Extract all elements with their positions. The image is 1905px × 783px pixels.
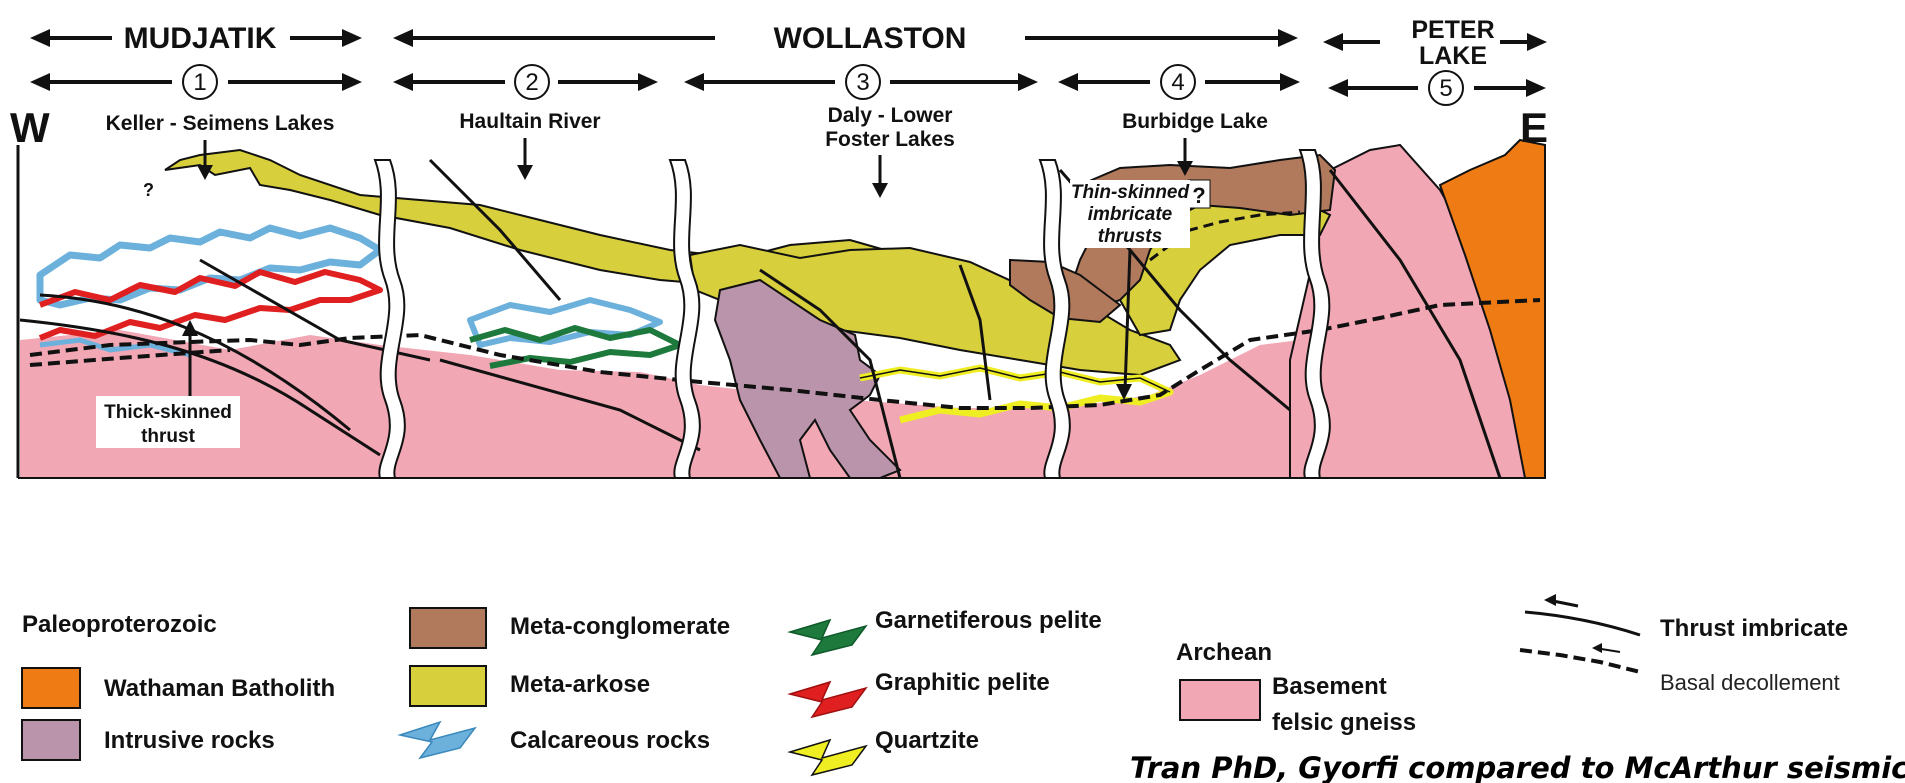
garnetiferous-swatch-icon xyxy=(790,620,866,655)
question-mark-2: ? xyxy=(1192,183,1205,208)
legend-item-wathaman: Wathaman Batholith xyxy=(22,668,335,708)
svg-text:5: 5 xyxy=(1439,75,1452,102)
svg-text:Thrust imbricate: Thrust imbricate xyxy=(1660,615,1848,642)
svg-text:Thin-skinned: Thin-skinned xyxy=(1071,182,1190,203)
svg-text:Garnetiferous pelite: Garnetiferous pelite xyxy=(875,607,1102,634)
svg-text:Basement: Basement xyxy=(1272,673,1387,700)
domain-label-peter: PETER xyxy=(1411,16,1494,44)
question-mark-1: ? xyxy=(143,180,154,200)
svg-text:Basal decollement: Basal decollement xyxy=(1660,670,1840,695)
locality-daly-lower: Daly - Lower xyxy=(828,104,953,127)
legend-item-garnetiferous: Garnetiferous pelite xyxy=(790,607,1102,655)
legend-item-basal-decollement: Basal decollement xyxy=(1520,643,1840,695)
svg-text:1: 1 xyxy=(193,69,206,96)
zone-5: 5 xyxy=(1328,71,1546,105)
arrow-right-icon xyxy=(1278,29,1298,47)
legend-item-intrusive: Intrusive rocks xyxy=(22,720,275,760)
half-arrow-icon xyxy=(1544,594,1556,606)
arrow-right-icon xyxy=(1527,33,1547,51)
legend-heading-archean: Archean xyxy=(1176,639,1272,666)
svg-text:3: 3 xyxy=(856,69,869,96)
svg-text:Graphitic pelite: Graphitic pelite xyxy=(875,669,1050,696)
locality-foster-lakes: Foster Lakes xyxy=(825,128,955,151)
quartzite-swatch-icon xyxy=(790,740,866,775)
domain-label-wollaston: WOLLASTON xyxy=(774,22,967,55)
arrow-right-icon xyxy=(342,29,362,47)
svg-text:thrust: thrust xyxy=(141,426,196,447)
svg-text:felsic gneiss: felsic gneiss xyxy=(1272,709,1416,736)
svg-text:thrusts: thrusts xyxy=(1098,226,1162,247)
arrow-left-icon xyxy=(393,29,413,47)
svg-text:Calcareous rocks: Calcareous rocks xyxy=(510,727,710,754)
arrow-left-icon xyxy=(1323,33,1343,51)
geologic-section: W E Keller - Seimens Lakes Haultain Rive… xyxy=(10,104,1548,478)
legend-item-basement: Basement felsic gneiss xyxy=(1180,673,1416,736)
locality-burbidge-lake: Burbidge Lake xyxy=(1122,110,1268,133)
legend-item-calcareous: Calcareous rocks xyxy=(400,722,710,758)
arrow-left-icon xyxy=(30,29,50,47)
zone-4: 4 xyxy=(1058,65,1300,99)
domain-label-lake: LAKE xyxy=(1419,42,1487,70)
calcareous-rocks-zone2 xyxy=(470,300,660,345)
graphitic-swatch-icon xyxy=(790,682,866,717)
svg-text:Meta-conglomerate: Meta-conglomerate xyxy=(510,613,730,640)
legend-item-meta-conglomerate: Meta-conglomerate xyxy=(410,608,730,648)
locality-haultain-river: Haultain River xyxy=(459,110,600,133)
legend-item-thrust-imbricate: Thrust imbricate xyxy=(1525,594,1848,642)
legend-heading-paleoproterozoic: Paleoproterozoic xyxy=(22,611,217,638)
arrow-down-icon xyxy=(517,165,533,180)
zone-2: 2 xyxy=(393,65,658,99)
domain-header: MUDJATIK WOLLASTON PETER LAKE 1 2 xyxy=(30,16,1547,105)
svg-text:Meta-arkose: Meta-arkose xyxy=(510,671,650,698)
locality-keller-seimens: Keller - Seimens Lakes xyxy=(106,112,335,135)
svg-text:imbricate: imbricate xyxy=(1088,204,1173,225)
svg-text:Thick-skinned: Thick-skinned xyxy=(104,402,232,423)
svg-text:Intrusive rocks: Intrusive rocks xyxy=(104,727,275,754)
legend-item-meta-arkose: Meta-arkose xyxy=(410,666,650,706)
zone-3: 3 xyxy=(684,65,1038,99)
east-label: E xyxy=(1520,104,1548,151)
legend-item-quartzite: Quartzite xyxy=(790,727,979,775)
legend-item-graphitic: Graphitic pelite xyxy=(790,669,1050,717)
calcareous-swatch-icon xyxy=(400,722,475,758)
svg-text:4: 4 xyxy=(1171,69,1184,96)
half-arrow-icon xyxy=(1592,643,1602,653)
arrow-down-icon xyxy=(872,183,888,198)
svg-text:Quartzite: Quartzite xyxy=(875,727,979,754)
svg-text:2: 2 xyxy=(525,69,538,96)
domain-label-mudjatik: MUDJATIK xyxy=(124,22,277,55)
legend: Paleoproterozoic Wathaman Batholith Intr… xyxy=(22,594,1848,775)
west-label: W xyxy=(10,104,50,151)
svg-text:Wathaman Batholith: Wathaman Batholith xyxy=(104,675,335,702)
credit-text: Tran PhD, Gyorfi compared to McArthur se… xyxy=(1130,751,1905,783)
zone-1: 1 xyxy=(30,65,362,99)
